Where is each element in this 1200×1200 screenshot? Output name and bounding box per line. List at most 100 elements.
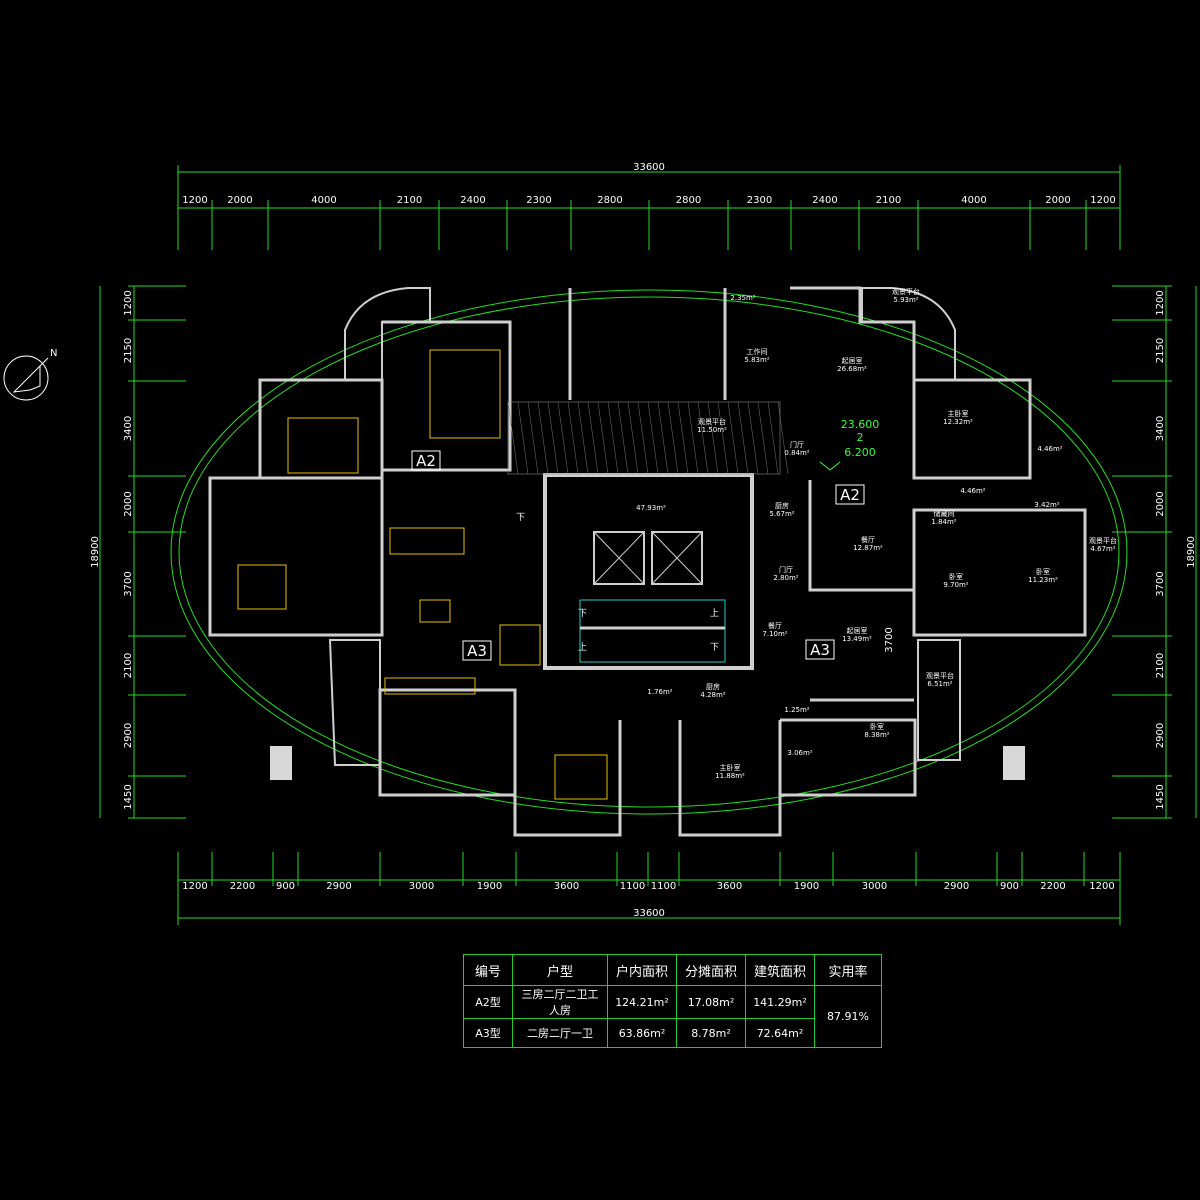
left-dimension-label: 1450 <box>123 784 134 809</box>
header-inner-area: 户内面积 <box>607 954 677 986</box>
top-dimension-label: 2000 <box>227 195 252 206</box>
column-block <box>270 746 292 780</box>
column-block <box>1003 746 1025 780</box>
level-marker: 23.600 2 6.200 <box>819 418 880 471</box>
room-name: 起居室 <box>842 356 863 365</box>
room-area: 11.88m² <box>715 772 745 780</box>
row-inner: 124.21m² <box>607 985 677 1019</box>
top-dimension-label: 1200 <box>1090 195 1115 206</box>
top-dimension-label: 1200 <box>182 195 207 206</box>
left-dimension-label: 2900 <box>123 723 134 748</box>
top-dimension-label: 4000 <box>311 195 336 206</box>
room-area: 9.70m² <box>943 581 968 589</box>
row-total: 72.64m² <box>745 1018 815 1048</box>
room-area: 12.87m² <box>853 544 883 552</box>
room-area: 1.25m² <box>784 706 809 714</box>
right-dimension-label: 2000 <box>1155 491 1166 516</box>
svg-text:A2: A2 <box>840 486 860 504</box>
left-dimension-label: 1200 <box>123 290 134 315</box>
room-area: 0.84m² <box>784 449 809 457</box>
room-name: 餐厅 <box>861 535 875 544</box>
right-dimension-label: 2150 <box>1155 338 1166 363</box>
room-name: 观景平台 <box>698 417 726 426</box>
room-area: 5.83m² <box>744 356 769 364</box>
room-area: 13.49m² <box>842 635 872 643</box>
top-dimension-label: 2800 <box>597 195 622 206</box>
svg-text:A2: A2 <box>416 452 436 470</box>
top-dimension-label: 2000 <box>1045 195 1070 206</box>
table-header-row: 编号 户型 户内面积 分摊面积 建筑面积 实用率 <box>463 954 882 986</box>
room-area: 4.46m² <box>960 487 985 495</box>
room-name: 餐厅 <box>768 621 782 630</box>
bottom-dimension-label: 1200 <box>182 881 207 892</box>
top-dimension-label: 4000 <box>961 195 986 206</box>
header-total-area: 建筑面积 <box>745 954 815 986</box>
room-area: 7.10m² <box>762 630 787 638</box>
row-total: 141.29m² <box>745 985 815 1019</box>
svg-text:23.600: 23.600 <box>841 418 880 431</box>
room-area: 47.93m² <box>636 504 666 512</box>
bottom-dimension-label: 2200 <box>1040 881 1065 892</box>
top-dimension-label: 2800 <box>676 195 701 206</box>
ratio-cell: 87.91% <box>814 985 882 1048</box>
dimension-total-top: 33600 <box>633 162 665 173</box>
top-dimension-label: 2100 <box>876 195 901 206</box>
room-area: 8.38m² <box>864 731 889 739</box>
area-table: 编号 户型 户内面积 分摊面积 建筑面积 实用率 A2型 三房二厅二卫工人房 1… <box>463 954 882 1048</box>
row-id: A2型 <box>463 985 513 1019</box>
bottom-dimension-label: 900 <box>276 881 295 892</box>
right-dimension-label: 1450 <box>1155 784 1166 809</box>
room-area: 2.35m² <box>730 294 755 302</box>
room-name: 起居室 <box>847 626 868 635</box>
left-dimension-label: 2150 <box>123 338 134 363</box>
room-area: 3.06m² <box>787 749 812 757</box>
room-area: 6.51m² <box>927 680 952 688</box>
room-name: 门厅 <box>790 440 804 449</box>
bottom-dimension-label: 3000 <box>409 881 434 892</box>
svg-text:上: 上 <box>578 642 587 653</box>
row-shared: 17.08m² <box>676 985 746 1019</box>
row-shared: 8.78m² <box>676 1018 746 1048</box>
left-dimension-label: 3400 <box>123 416 134 441</box>
svg-text:A3: A3 <box>467 642 487 660</box>
svg-text:上: 上 <box>710 608 719 619</box>
room-name: 主卧室 <box>948 409 969 418</box>
svg-text:6.200: 6.200 <box>844 446 876 459</box>
bottom-dimension-label: 2900 <box>326 881 351 892</box>
bottom-dimension-label: 2200 <box>230 881 255 892</box>
stair-markers: 下上 上下 下 <box>516 513 719 653</box>
top-dimension-label: 2300 <box>747 195 772 206</box>
header-ratio: 实用率 <box>814 954 882 986</box>
right-dimension-label: 2100 <box>1155 653 1166 678</box>
svg-text:下: 下 <box>516 513 525 523</box>
room-area: 5.67m² <box>769 510 794 518</box>
room-area: 11.50m² <box>697 426 727 434</box>
room-name: 厨房 <box>706 682 720 691</box>
room-area: 5.93m² <box>893 296 918 304</box>
room-name: 工作间 <box>747 347 768 356</box>
room-name: 储藏间 <box>934 509 955 518</box>
dimension-lines <box>99 165 1197 925</box>
right-dimension-label: 1200 <box>1155 290 1166 315</box>
room-area: 26.68m² <box>837 365 867 373</box>
left-dimension-label: 2000 <box>123 491 134 516</box>
svg-text:下: 下 <box>710 643 719 653</box>
room-area: 1.84m² <box>931 518 956 526</box>
room-name: 卧室 <box>949 572 963 581</box>
top-dimension-label: 2300 <box>526 195 551 206</box>
room-name: 卧室 <box>870 722 884 731</box>
room-name: 门厅 <box>779 565 793 574</box>
north-arrow-icon: N <box>3 348 57 401</box>
bottom-dimension-label: 3600 <box>554 881 579 892</box>
bottom-dimension-label: 3000 <box>862 881 887 892</box>
unit-tag-a3-left: A3 <box>462 640 492 661</box>
dimension-total-bottom: 33600 <box>633 908 665 919</box>
bottom-dimension-label: 3600 <box>717 881 742 892</box>
top-dimension-label: 2400 <box>460 195 485 206</box>
left-dimension-label: 3700 <box>123 571 134 596</box>
